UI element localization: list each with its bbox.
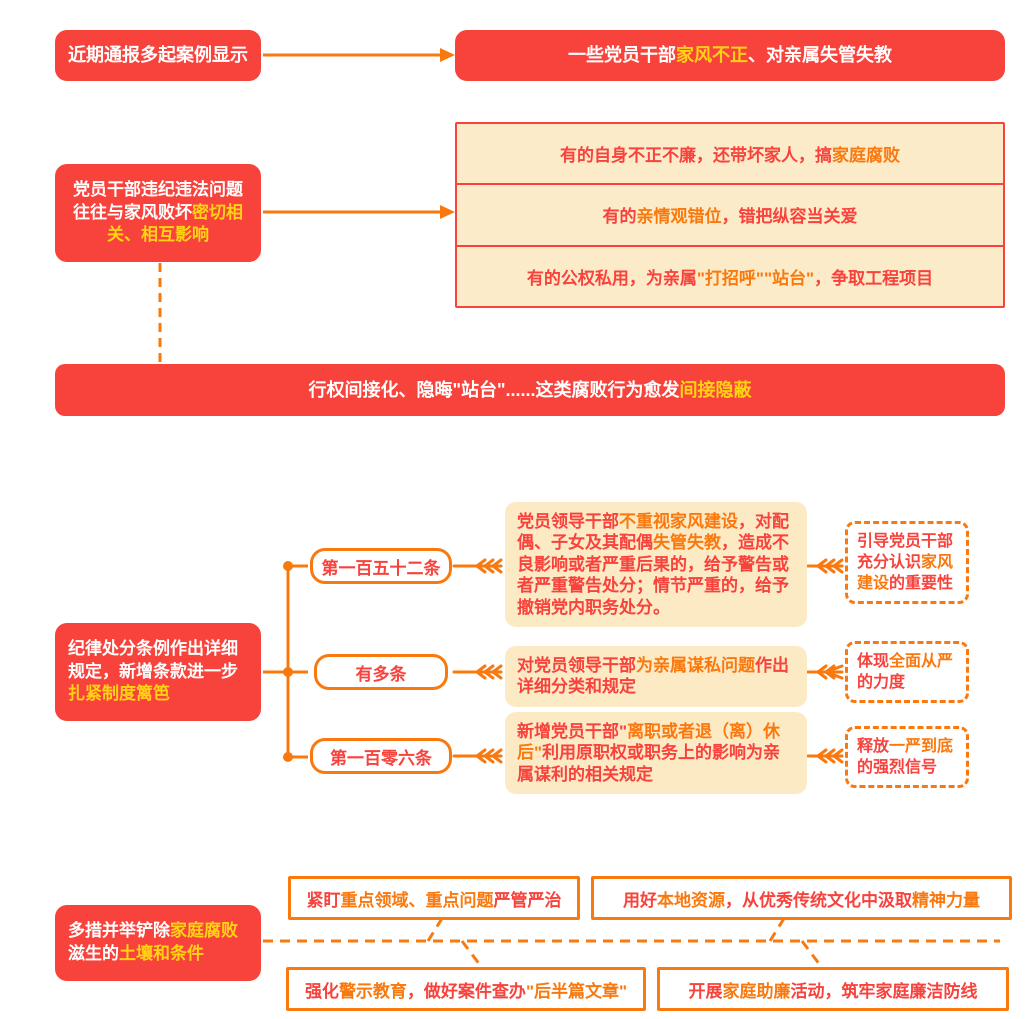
multiple-articles-detail-box: 对党员领导干部为亲属谋私问题作出详细分类和规定 (505, 646, 807, 707)
violation-relation-text: 党员干部违纪违法问题往往与家风败坏密切相关、相互影响 (73, 179, 243, 245)
article-152-text: 第一百五十二条 (321, 558, 441, 578)
article-106-detail-box: 新增党员干部"离职或者退（离）休后"利用原职权或职务上的影响为亲属谋利的相关规定 (505, 712, 807, 795)
flow-arrow-problems (263, 205, 455, 219)
article-152-label: 第一百五十二条 (310, 548, 452, 584)
measure-2-text: 用好本地资源，从优秀传统文化中汲取精神力量 (623, 890, 980, 910)
note-strictness-text: 体现全面从严的力度 (857, 653, 954, 692)
bad-family-style-text: 一些党员干部家风不正、对亲属失管失教 (568, 45, 892, 66)
multiple-articles-text: 有多条 (355, 664, 407, 684)
measure-3-text: 强化警示教育，做好案件查办"后半篇文章" (304, 981, 628, 1001)
chevron-arrow-set-right (806, 558, 844, 764)
violation-examples-stack: 有的自身不正不廉，还带坏家人，搞家庭腐败 有的亲情观错位，错把纵容当关爱 有的公… (455, 122, 1005, 308)
flow-arrow-top (263, 48, 455, 62)
measure-1-text: 紧盯重点领域、重点问题严管严治 (306, 890, 562, 910)
article-152-detail-box: 党员领导干部不重视家风建设，对配偶、子女及其配偶失管失教，造成不良影响或者严重后… (505, 502, 807, 628)
chevron-arrow-set-left (452, 558, 503, 764)
article-152-detail-text: 党员领导干部不重视家风建设，对配偶、子女及其配偶失管失教，造成不良影响或者严重后… (517, 512, 789, 617)
note-strictness-box: 体现全面从严的力度 (845, 641, 969, 704)
regulation-summary-box: 纪律处分条例作出详细规定，新增条款进一步扎紧制度篱笆 (55, 623, 261, 721)
note-family-style-text: 引导党员干部充分认识家风建设的重要性 (857, 533, 954, 593)
note-family-style-box: 引导党员干部充分认识家风建设的重要性 (845, 521, 969, 605)
note-signal-text: 释放一严到底的强烈信号 (857, 738, 954, 777)
hidden-corruption-text: 行权间接化、隐晦"站台"......这类腐败行为愈发间接隐蔽 (308, 379, 752, 400)
article-106-detail-text: 新增党员干部"离职或者退（离）休后"利用原职权或职务上的影响为亲属谋利的相关规定 (517, 722, 781, 784)
example-row-3-text: 有的公权私用，为亲属"打招呼""站台"，争取工程项目 (526, 268, 934, 288)
example-row-2-text: 有的亲情观错位，错把纵容当关爱 (602, 207, 858, 227)
example-row-2: 有的亲情观错位，错把纵容当关爱 (457, 185, 1003, 247)
measure-box-4: 开展家庭助廉活动，筑牢家庭廉洁防线 (657, 967, 1009, 1011)
multiple-articles-detail-text: 对党员领导干部为亲属谋私问题作出详细分类和规定 (517, 656, 789, 697)
violation-relation-box: 党员干部违纪违法问题往往与家风败坏密切相关、相互影响 (55, 164, 261, 262)
example-row-1-text: 有的自身不正不廉，还带坏家人，搞家庭腐败 (560, 146, 900, 166)
example-row-1: 有的自身不正不廉，还带坏家人，搞家庭腐败 (457, 124, 1003, 186)
case-report-box: 近期通报多起案例显示 (55, 30, 261, 81)
multiple-articles-label: 有多条 (314, 654, 448, 690)
bracket-connector (263, 561, 308, 762)
measure-box-3: 强化警示教育，做好案件查办"后半篇文章" (286, 967, 646, 1011)
measures-summary-box: 多措并举铲除家庭腐败滋生的土壤和条件 (55, 905, 261, 981)
measures-summary-text: 多措并举铲除家庭腐败滋生的土壤和条件 (68, 921, 238, 963)
measure-4-text: 开展家庭助廉活动，筑牢家庭廉洁防线 (688, 981, 978, 1001)
article-106-text: 第一百零六条 (330, 748, 432, 768)
regulation-summary-text: 纪律处分条例作出详细规定，新增条款进一步扎紧制度篱笆 (68, 638, 238, 704)
example-row-3: 有的公权私用，为亲属"打招呼""站台"，争取工程项目 (457, 247, 1003, 306)
measure-box-1: 紧盯重点领域、重点问题严管严治 (288, 876, 580, 920)
case-report-text: 近期通报多起案例显示 (68, 45, 248, 66)
bad-family-style-box: 一些党员干部家风不正、对亲属失管失教 (455, 30, 1005, 81)
hidden-corruption-banner: 行权间接化、隐晦"站台"......这类腐败行为愈发间接隐蔽 (55, 364, 1005, 416)
note-signal-box: 释放一严到底的强烈信号 (845, 726, 969, 789)
article-106-label: 第一百零六条 (310, 738, 452, 774)
measure-box-2: 用好本地资源，从优秀传统文化中汲取精神力量 (591, 876, 1012, 920)
